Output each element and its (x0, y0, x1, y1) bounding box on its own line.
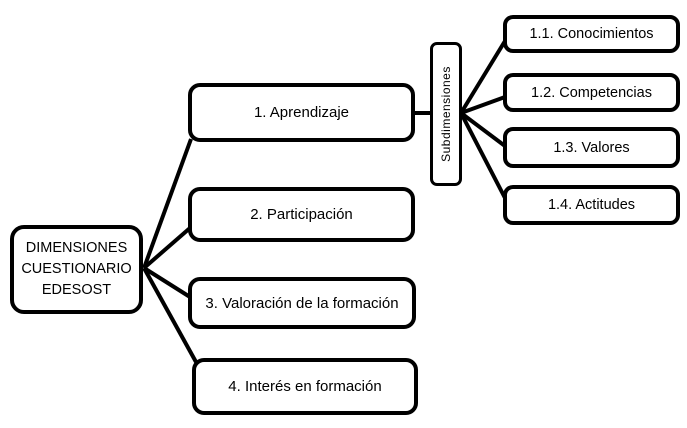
root-box-label: DIMENSIONES CUESTIONARIO EDESOST (21, 238, 131, 301)
subdimension-box-label: 1.1. Conocimientos (529, 26, 654, 42)
subdimension-box-label: 1.3. Valores (553, 139, 630, 156)
connector-root-to-aprendizaje (142, 138, 193, 269)
dimension-box-label: 2. Participación (250, 206, 353, 223)
subdimensiones-header-box: Subdimensiones (430, 42, 462, 186)
subdimension-box-label: 1.2. Competencias (531, 84, 652, 101)
subdimension-box-actitudes: 1.4. Actitudes (503, 185, 680, 225)
connector-root-to-participacion (142, 226, 192, 270)
dimension-box-participacion: 2. Participación (188, 187, 415, 242)
connector-sub-to-actitudes (459, 112, 507, 199)
connector-sub-to-competencias (460, 95, 506, 115)
dimension-box-aprendizaje: 1. Aprendizaje (188, 83, 415, 142)
connector-sub-to-conocimientos (459, 39, 507, 115)
root-box-label-line2: CUESTIONARIO (21, 261, 132, 277)
connector-sub-to-valores (459, 111, 507, 148)
subdimension-box-label: 1.4. Actitudes (547, 197, 636, 213)
subdimension-box-conocimientos: 1.1. Conocimientos (503, 15, 680, 53)
dimension-box-valoracion-formacion: 3. Valoración de la formación (188, 277, 416, 329)
root-box-label-line1: DIMENSIONES (25, 240, 128, 256)
subdimensiones-header-label: Subdimensiones (439, 66, 454, 162)
dimension-box-label: 1. Aprendizaje (253, 104, 350, 121)
connector-root-to-interes (142, 267, 198, 363)
dimension-box-label: 3. Valoración de la formación (205, 294, 399, 312)
subdimension-box-valores: 1.3. Valores (503, 127, 680, 168)
root-box-dimensiones-cuestionario-edesost: DIMENSIONES CUESTIONARIO EDESOST (10, 225, 143, 314)
root-box-label-line3: EDESOST (41, 282, 112, 298)
dimension-box-label: 4. Interés en formación (228, 378, 382, 395)
dimension-box-interes-formacion: 4. Interés en formación (192, 358, 418, 415)
connector-root-to-valoracion (142, 266, 192, 299)
subdimension-box-competencias: 1.2. Competencias (503, 73, 680, 112)
